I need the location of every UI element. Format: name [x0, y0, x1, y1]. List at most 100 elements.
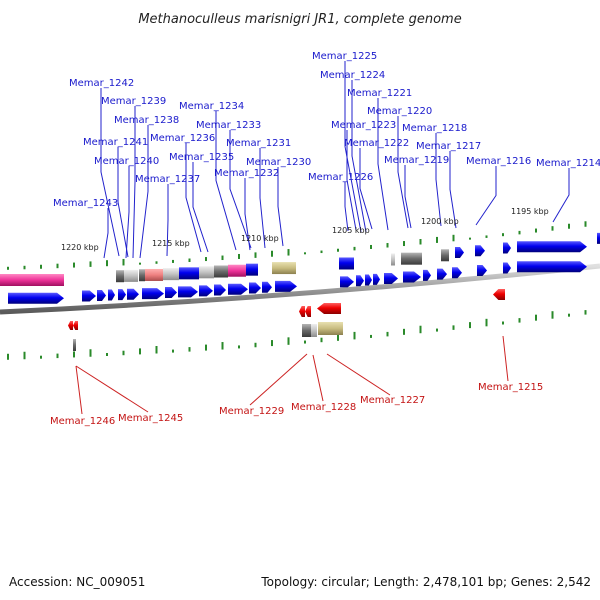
forward-gene-arrow[interactable] [477, 265, 487, 277]
forward-gene-arrow[interactable] [108, 289, 115, 301]
forward-gene-arrow[interactable] [165, 287, 177, 299]
gene-label[interactable]: Memar_1220 [367, 106, 432, 117]
gene-label[interactable]: Memar_1238 [114, 115, 179, 126]
feature-block[interactable] [441, 249, 449, 262]
leader-line [125, 166, 130, 259]
forward-gene-arrow[interactable] [262, 281, 272, 293]
feature-block[interactable] [318, 322, 343, 335]
gc-content-ticks-upper [7, 221, 587, 270]
gene-label[interactable]: Memar_1236 [150, 133, 215, 144]
forward-gene-arrow[interactable] [127, 288, 139, 300]
feature-block[interactable] [139, 269, 145, 282]
forward-gene-arrow[interactable] [403, 271, 421, 283]
feature-block[interactable] [302, 324, 311, 337]
forward-gene-arrow[interactable] [437, 268, 447, 280]
leader-line [75, 365, 83, 415]
gc-content-ticks-lower [7, 310, 587, 360]
reverse-strand-track [68, 289, 505, 351]
feature-block[interactable] [228, 264, 246, 277]
gene-label[interactable]: Memar_1215 [478, 382, 543, 393]
gene-label[interactable]: Memar_1225 [312, 51, 377, 62]
forward-gene-arrow[interactable] [455, 247, 464, 259]
forward-gene-arrow[interactable] [475, 245, 485, 257]
gene-label[interactable]: Memar_1221 [347, 88, 412, 99]
gene-label[interactable]: Memar_1233 [196, 120, 261, 131]
forward-gene-arrow[interactable] [275, 280, 297, 292]
forward-gene-arrow[interactable] [249, 282, 261, 294]
gene-label[interactable]: Memar_1214 [536, 158, 600, 169]
reverse-gene-arrow[interactable] [299, 306, 305, 317]
reverse-gene-arrow[interactable] [305, 306, 311, 317]
feature-block[interactable] [214, 265, 228, 278]
gene-label[interactable]: Memar_1223 [331, 120, 396, 131]
gene-label[interactable]: Memar_1235 [169, 152, 234, 163]
gene-label[interactable]: Memar_1217 [416, 141, 481, 152]
gene-label[interactable]: Memar_1219 [384, 155, 449, 166]
leader-line [449, 151, 457, 229]
feature-block[interactable] [145, 268, 163, 281]
reverse-gene-arrow[interactable] [317, 303, 341, 314]
gene-label[interactable]: Memar_1224 [320, 70, 385, 81]
feature-block[interactable] [246, 263, 258, 276]
gene-label[interactable]: Memar_1222 [344, 138, 409, 149]
gene-label[interactable]: Memar_1245 [118, 413, 183, 424]
leader-line [502, 335, 509, 382]
reverse-gene-arrow[interactable] [68, 321, 73, 330]
feature-block[interactable] [179, 267, 199, 280]
gene-label[interactable]: Memar_1246 [50, 416, 115, 427]
gene-label[interactable]: Memar_1242 [69, 78, 134, 89]
feature-block[interactable] [311, 324, 317, 337]
forward-gene-arrow[interactable] [199, 285, 213, 297]
feature-block[interactable] [124, 269, 138, 282]
gene-label[interactable]: Memar_1231 [226, 138, 291, 149]
gene-label[interactable]: Memar_1228 [291, 402, 356, 413]
forward-gene-arrow[interactable] [384, 273, 398, 285]
reverse-gene-arrow[interactable] [73, 321, 78, 330]
forward-gene-arrow[interactable] [373, 273, 380, 285]
reverse-gene-arrow[interactable] [493, 289, 505, 300]
forward-gene-arrow[interactable] [597, 232, 600, 244]
forward-gene-arrow[interactable] [423, 269, 431, 281]
gene-label[interactable]: Memar_1218 [402, 123, 467, 134]
forward-gene-arrow[interactable] [517, 261, 587, 273]
forward-gene-arrow[interactable] [503, 242, 511, 254]
gene-label[interactable]: Memar_1243 [53, 198, 118, 209]
gene-label[interactable]: Memar_1232 [214, 168, 279, 179]
forward-gene-arrow[interactable] [97, 289, 106, 301]
feature-block[interactable] [339, 257, 354, 270]
feature-block[interactable] [116, 270, 124, 283]
gene-label[interactable]: Memar_1229 [219, 406, 284, 417]
forward-gene-arrow[interactable] [82, 290, 96, 302]
feature-block[interactable] [163, 268, 179, 281]
feature-block[interactable] [73, 339, 76, 351]
gene-label[interactable]: Memar_1227 [360, 395, 425, 406]
forward-gene-arrow[interactable] [228, 283, 248, 295]
forward-gene-arrow[interactable] [118, 289, 126, 301]
forward-gene-arrow[interactable] [142, 288, 164, 300]
feature-block[interactable] [199, 266, 214, 279]
feature-block[interactable] [401, 252, 422, 265]
feature-block[interactable] [272, 262, 296, 275]
leader-line [229, 130, 252, 249]
gene-label[interactable]: Memar_1234 [179, 101, 244, 112]
forward-gene-arrow[interactable] [356, 275, 364, 287]
gene-label[interactable]: Memar_1240 [94, 156, 159, 167]
forward-gene-arrow[interactable] [365, 274, 372, 286]
feature-block[interactable] [0, 274, 64, 286]
gene-label[interactable]: Memar_1216 [466, 156, 531, 167]
forward-gene-arrow[interactable] [517, 241, 587, 253]
forward-gene-arrow[interactable] [8, 292, 64, 304]
gene-label[interactable]: Memar_1230 [246, 157, 311, 168]
gene-label[interactable]: Memar_1226 [308, 172, 373, 183]
forward-gene-arrow[interactable] [452, 267, 462, 279]
gene-label[interactable]: Memar_1237 [135, 174, 200, 185]
scale-label-1205: 1205 kbp [332, 226, 370, 235]
forward-gene-arrow[interactable] [214, 284, 226, 296]
forward-gene-arrow[interactable] [503, 262, 511, 274]
forward-gene-arrow[interactable] [340, 276, 354, 288]
gene-label[interactable]: Memar_1239 [101, 96, 166, 107]
feature-block[interactable] [391, 253, 395, 266]
leader-line [326, 353, 391, 396]
forward-gene-arrow[interactable] [178, 286, 198, 298]
gene-label[interactable]: Memar_1241 [83, 137, 148, 148]
